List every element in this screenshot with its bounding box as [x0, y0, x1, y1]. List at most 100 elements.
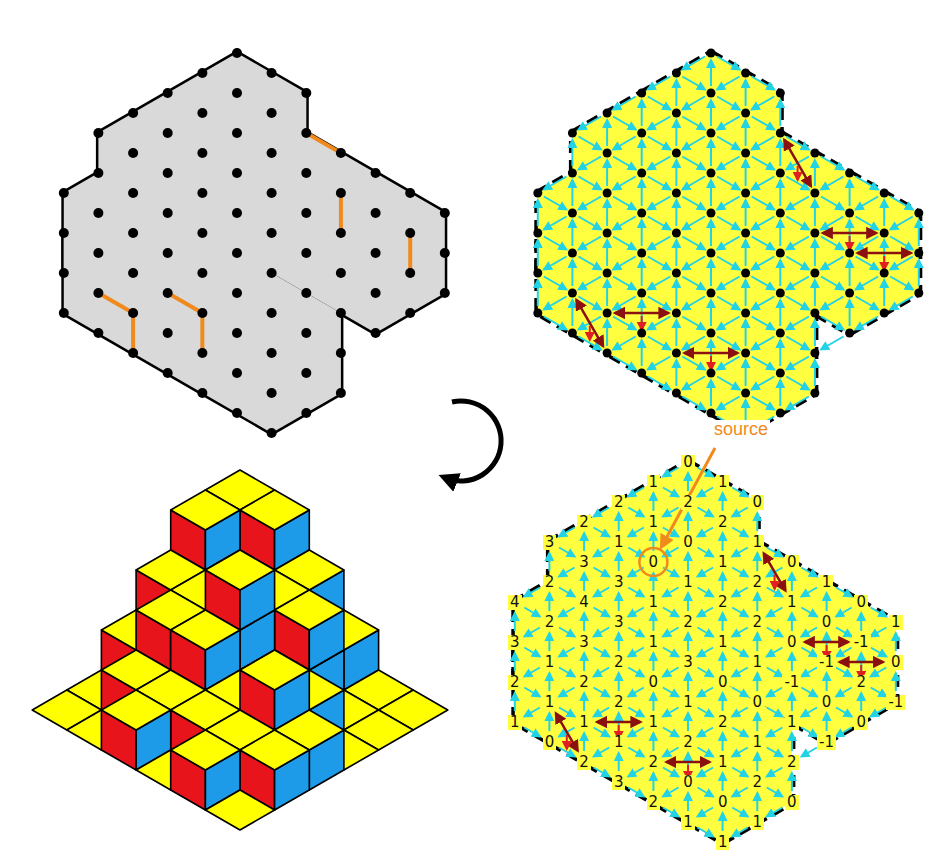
pair-arrow: [840, 661, 883, 664]
height-number: 0: [716, 795, 730, 810]
flow-arrow: [836, 708, 852, 717]
flow-arrow: [648, 97, 671, 110]
flow-arrow: [856, 177, 879, 190]
height-number: 1: [647, 595, 661, 610]
flow-arrow: [652, 653, 654, 671]
lattice-dot: [707, 249, 716, 258]
flow-arrow: [856, 297, 879, 310]
flow-arrow: [682, 377, 705, 390]
defect-arrow: [641, 316, 643, 330]
height-number: 3: [577, 635, 591, 650]
flow-arrow: [883, 200, 885, 226]
flow-arrow: [682, 257, 705, 270]
lattice-dot: [301, 208, 311, 218]
flow-arrow: [559, 568, 575, 577]
flow-arrow: [752, 257, 775, 270]
height-number: -1: [782, 675, 801, 690]
flow-arrow: [613, 217, 636, 230]
height-number: 2: [751, 775, 765, 790]
flow-arrow: [628, 628, 644, 637]
flow-arrow: [767, 768, 783, 777]
height-number: 2: [716, 715, 730, 730]
flow-arrow: [648, 177, 671, 190]
lattice-dot: [163, 368, 173, 378]
flow-arrow: [732, 568, 748, 577]
lattice-dot: [128, 268, 138, 278]
flow-arrow: [890, 257, 913, 270]
height-number: 1: [716, 635, 730, 650]
flow-arrow: [801, 668, 817, 677]
flow-arrow: [628, 728, 644, 737]
flow-arrow: [698, 808, 714, 817]
flow-arrow: [722, 693, 724, 711]
flow-arrow: [613, 257, 636, 270]
flow-arrow: [675, 320, 677, 346]
lattice-dot: [603, 309, 612, 318]
flow-arrow: [890, 197, 913, 210]
lattice-dot: [405, 308, 415, 318]
flow-arrow: [594, 748, 610, 757]
lattice-dot: [603, 349, 612, 358]
height-number: 4: [577, 595, 591, 610]
flow-arrow: [717, 257, 740, 270]
lattice-dot: [232, 168, 242, 178]
flow-arrow: [756, 753, 758, 771]
flow-arrow: [710, 140, 712, 166]
cube-top: [171, 610, 240, 650]
lattice-dot: [637, 369, 646, 378]
flow-arrow: [579, 137, 602, 150]
flow-arrow: [856, 257, 879, 270]
flow-arrow: [594, 628, 610, 637]
lattice-dot: [776, 209, 785, 218]
flow-arrow: [801, 608, 817, 617]
floor-tile: [205, 790, 274, 830]
flow-arrow: [745, 120, 747, 146]
flow-arrow: [682, 397, 705, 410]
lattice-dot: [163, 328, 173, 338]
height-number: 1: [751, 655, 765, 670]
flow-arrow: [594, 668, 610, 677]
lattice-dot: [810, 309, 819, 318]
flow-arrow: [648, 137, 671, 150]
lattice-dot: [128, 108, 138, 118]
lattice-dot: [336, 308, 346, 318]
flow-arrow: [613, 237, 636, 250]
flow-arrow: [745, 240, 747, 266]
flow-arrow: [732, 528, 748, 537]
flow-arrow: [675, 360, 677, 386]
height-number: 2: [751, 615, 765, 630]
flow-arrow: [779, 260, 781, 286]
lattice-dot: [672, 269, 681, 278]
lattice-dot: [776, 329, 785, 338]
height-number: 1: [751, 735, 765, 750]
flow-arrow: [717, 397, 740, 410]
flow-arrow: [767, 808, 783, 817]
cube-top: [240, 730, 309, 770]
lattice-dot: [880, 229, 889, 238]
lattice-dot: [267, 108, 277, 118]
lattice-dot: [59, 308, 69, 318]
flow-arrow: [801, 708, 817, 717]
flow-arrow: [682, 97, 705, 110]
grey-region: [64, 53, 445, 433]
lattice-dot: [197, 348, 207, 358]
flow-arrow: [779, 380, 781, 406]
flow-arrow: [821, 197, 844, 210]
height-number: 2: [751, 575, 765, 590]
lattice-dot: [336, 388, 346, 398]
lattice-dot: [267, 388, 277, 398]
flow-arrow: [732, 628, 748, 637]
flow-arrow: [698, 788, 714, 797]
lattice-dot: [371, 208, 381, 218]
flow-arrow: [594, 608, 610, 617]
height-number: 1: [577, 715, 591, 730]
lattice-dot: [232, 328, 242, 338]
flow-arrow: [860, 693, 862, 711]
lattice-dot: [810, 149, 819, 158]
flow-arrow: [791, 613, 793, 631]
flow-arrow: [698, 708, 714, 717]
lattice-dot: [914, 289, 923, 298]
flow-arrow: [814, 160, 816, 186]
flow-arrow: [722, 533, 724, 551]
